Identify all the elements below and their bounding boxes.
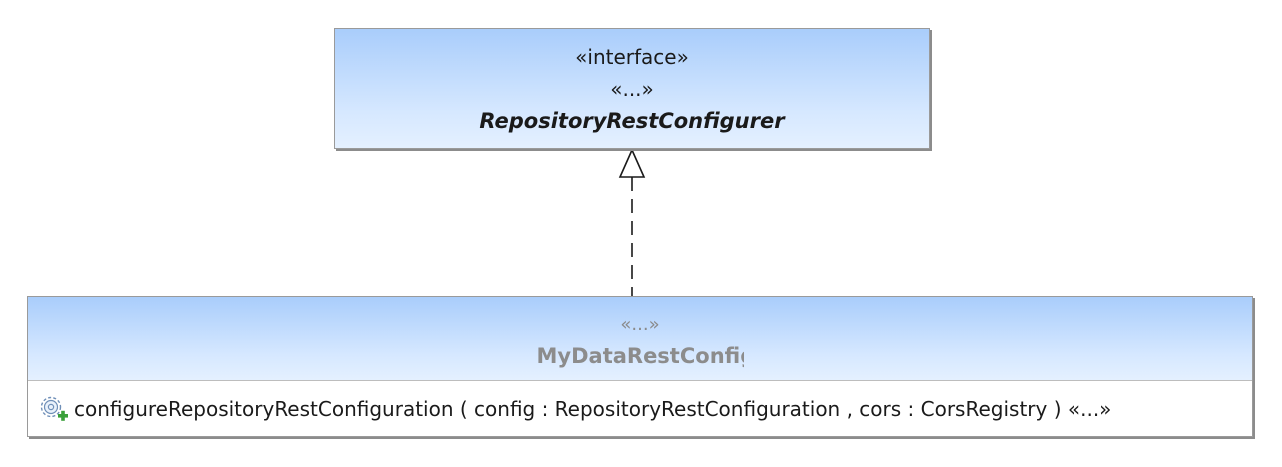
public-operation-icon	[38, 393, 70, 425]
class-box[interactable]: «...» MyDataRestConfig configureReposito…	[27, 296, 1253, 437]
class-header: «...» MyDataRestConfig	[28, 297, 1252, 381]
class-stereotype: «...»	[620, 314, 660, 335]
interface-stereotype-extra: «...»	[610, 77, 654, 101]
interface-box[interactable]: «interface» «...» RepositoryRestConfigur…	[334, 28, 930, 149]
operations-compartment: configureRepositoryRestConfiguration ( c…	[28, 381, 1252, 437]
interface-header: «interface» «...» RepositoryRestConfigur…	[335, 29, 929, 148]
realization-arrowhead-icon	[618, 148, 646, 178]
class-name[interactable]: MyDataRestConfig	[536, 344, 744, 368]
class-name-container: MyDataRestConfig	[537, 339, 744, 373]
interface-stereotype: «interface»	[575, 45, 689, 69]
interface-name[interactable]: RepositoryRestConfigurer	[479, 109, 785, 133]
operation-signature[interactable]: configureRepositoryRestConfiguration ( c…	[74, 397, 1112, 421]
